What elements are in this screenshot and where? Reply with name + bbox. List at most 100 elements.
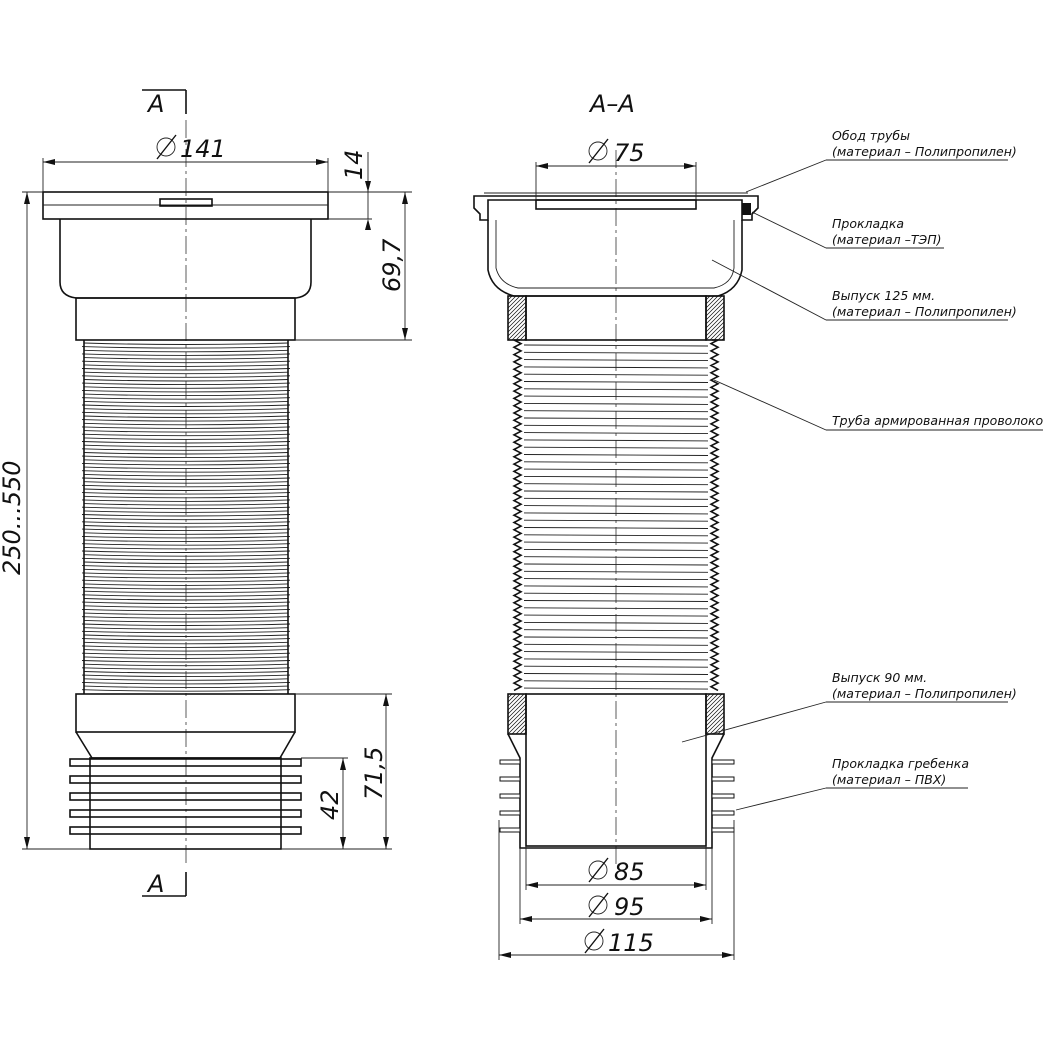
corrugation-ring xyxy=(83,481,289,484)
corrugation-ring xyxy=(83,598,289,601)
corrugated-pipe-section xyxy=(512,339,720,692)
dim-diameter-85: 85 xyxy=(525,846,707,890)
hatch-line xyxy=(705,711,725,731)
hatch-line xyxy=(507,309,527,329)
corrugation-ring xyxy=(81,514,291,517)
corrugation-ring xyxy=(81,368,291,371)
corrugation-ring xyxy=(83,444,289,448)
comb-fin xyxy=(499,827,521,833)
dim-75-value: 75 xyxy=(614,139,645,167)
corrugation-ring xyxy=(523,629,709,632)
hatch-line xyxy=(507,321,527,341)
corrugation-ring xyxy=(83,488,289,491)
outlet-90 xyxy=(75,693,296,733)
hatch-line xyxy=(705,693,711,699)
comb-fin xyxy=(711,776,735,782)
dim-diameter-95: 95 xyxy=(519,848,713,924)
hatch-line xyxy=(705,317,725,337)
corrugation-ring xyxy=(81,616,291,619)
corrugated-wall-left xyxy=(512,339,523,692)
hatch-line xyxy=(507,699,527,719)
corrugation-ring xyxy=(523,534,709,537)
callout-pipe-title: Труба армированная проволокой xyxy=(832,413,1043,428)
corrugation-ring xyxy=(523,512,709,515)
leader-lines xyxy=(681,159,1043,811)
corrugation-ring xyxy=(83,459,289,462)
corrugation-ring xyxy=(81,441,291,444)
hatch-line xyxy=(511,325,527,341)
hatch-line xyxy=(705,693,719,707)
corrugation-ring xyxy=(83,400,289,404)
dim-71-5-value: 71,5 xyxy=(360,747,388,800)
corrugated-pipe xyxy=(81,342,291,692)
hatch-line xyxy=(523,337,527,341)
corrugation-ring xyxy=(523,519,709,522)
corrugation-ring xyxy=(81,674,291,678)
corrugation-ring xyxy=(83,430,289,433)
corrugation-ring xyxy=(81,389,291,393)
corrugation-ring xyxy=(523,475,709,478)
corrugation-ring xyxy=(83,452,289,455)
callout-gasket-title: Прокладка xyxy=(832,216,904,231)
corrugation-ring xyxy=(83,649,289,652)
comb-seal-section xyxy=(499,759,735,833)
corrugation-ring xyxy=(523,497,709,500)
hatch-line xyxy=(507,301,527,321)
corrugation-ring xyxy=(81,462,291,466)
corrugation-ring xyxy=(83,415,289,418)
corrugation-ring xyxy=(523,643,709,646)
hatch-line xyxy=(705,693,723,711)
corrugation-ring xyxy=(81,601,291,605)
corrugation-ring xyxy=(81,652,291,656)
dim-diameter-115: 115 xyxy=(498,820,735,960)
corrugation-ring xyxy=(83,590,289,594)
diameter-symbol-icon xyxy=(588,857,609,883)
comb-fin xyxy=(711,759,735,765)
dim-115-value: 115 xyxy=(608,929,654,957)
corrugation-ring xyxy=(523,687,709,690)
corrugation-ring xyxy=(523,344,709,347)
callout-comb-title: Прокладка гребенка xyxy=(832,756,969,771)
corrugation-ring xyxy=(523,366,709,369)
hatch-line xyxy=(721,731,725,735)
hatch-line xyxy=(705,297,725,317)
hatch-line xyxy=(709,719,725,735)
hatch-line xyxy=(507,695,527,715)
corrugation-ring xyxy=(81,638,291,641)
corrugation-ring xyxy=(81,382,291,386)
corrugation-ring xyxy=(83,525,289,528)
hatch-line xyxy=(507,297,527,317)
corrugation-ring xyxy=(523,351,709,354)
corrugation-ring xyxy=(83,634,289,637)
corrugation-ring xyxy=(81,433,291,437)
corrugation-ring xyxy=(523,388,709,391)
corrugation-ring xyxy=(81,360,291,364)
hatch-line xyxy=(515,723,527,735)
corrugation-ring xyxy=(523,570,709,573)
hatch-line xyxy=(705,695,725,715)
collar-top-right xyxy=(705,295,725,341)
hatch-line xyxy=(507,707,527,727)
corrugation-ring xyxy=(523,424,709,427)
corrugation-ring xyxy=(81,594,291,597)
dim-diameter-75: 75 xyxy=(535,138,697,200)
hatch-line xyxy=(705,313,725,333)
corrugation-ring xyxy=(83,605,289,608)
corrugation-ring xyxy=(83,349,289,353)
hatch-line xyxy=(705,715,725,735)
corrugation-ring xyxy=(83,517,289,521)
corrugation-ring xyxy=(81,550,291,553)
dim-71-5: 71,5 xyxy=(281,693,392,850)
corrugation-ring xyxy=(523,490,709,493)
dim-250-550: 250...550 xyxy=(0,191,90,850)
corrugation-ring xyxy=(83,539,289,543)
corrugation-ring xyxy=(523,432,709,435)
corrugation-ring xyxy=(523,402,709,405)
diameter-symbol-icon xyxy=(588,138,609,164)
corrugation-ring xyxy=(83,379,289,382)
comb-fin xyxy=(711,793,735,799)
callout-rim: Обод трубы (материал – Полипропилен) xyxy=(832,128,1017,159)
collar-top-left xyxy=(507,295,527,341)
comb-fin xyxy=(69,826,302,835)
callout-outlet-90-title: Выпуск 90 мм. xyxy=(832,670,927,685)
